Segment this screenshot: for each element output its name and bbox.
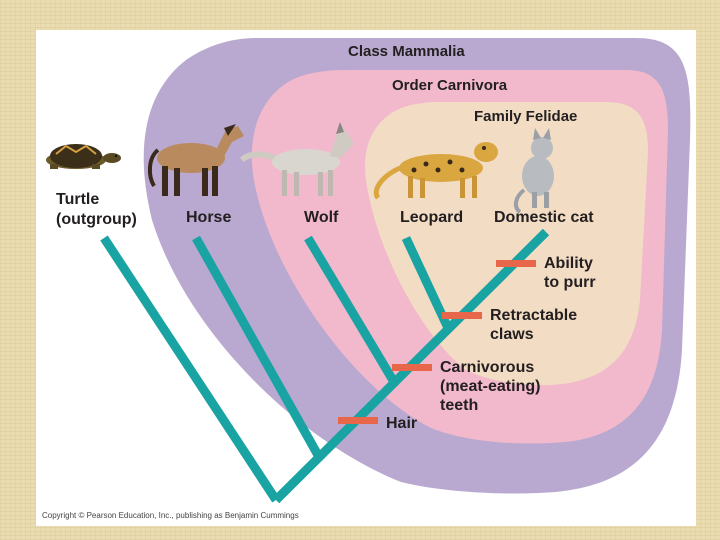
- turtle-label: Turtle: [56, 191, 99, 208]
- wolf-label: Wolf: [304, 209, 339, 226]
- trait-purr-label: Ability: [544, 255, 593, 272]
- trait-purr-label-2: to purr: [544, 274, 596, 291]
- cladogram-diagram: Class Mammalia Order Carnivora Family Fe…: [42, 38, 691, 520]
- slide-panel: Class Mammalia Order Carnivora Family Fe…: [36, 30, 696, 526]
- trait-markers: [338, 260, 536, 424]
- domestic-cat-illustration: [513, 128, 554, 214]
- copyright-text: Copyright © Pearson Education, Inc., pub…: [42, 511, 299, 520]
- horse-label: Horse: [186, 209, 231, 226]
- family-felidae-label: Family Felidae: [474, 108, 577, 125]
- trait-teeth-label-2: (meat-eating): [440, 378, 540, 395]
- trait-bar-hair: [338, 417, 378, 424]
- leopard-illustration: [373, 142, 498, 200]
- turtle-outgroup-label: (outgroup): [56, 211, 137, 228]
- trait-bar-teeth: [392, 364, 432, 371]
- trait-teeth-label-3: teeth: [440, 397, 478, 414]
- branch-leopard: [401, 236, 453, 330]
- wolf-illustration: [239, 122, 354, 196]
- trait-hair-label: Hair: [386, 415, 417, 432]
- branch-wolf: [304, 235, 398, 385]
- trait-teeth-label: Carnivorous: [440, 359, 534, 376]
- trait-bar-claws: [442, 312, 482, 319]
- branch-horse: [192, 235, 323, 460]
- domestic-cat-label: Domestic cat: [494, 209, 594, 226]
- turtle-illustration: [46, 144, 121, 169]
- order-carnivora-label: Order Carnivora: [392, 77, 508, 94]
- trait-claws-label-2: claws: [490, 326, 534, 343]
- horse-illustration: [147, 124, 244, 196]
- trait-bar-purr: [496, 260, 536, 267]
- class-mammalia-label: Class Mammalia: [348, 43, 465, 60]
- trait-claws-label: Retractable: [490, 307, 577, 324]
- leopard-label: Leopard: [400, 209, 463, 226]
- branch-turtle: [100, 235, 280, 503]
